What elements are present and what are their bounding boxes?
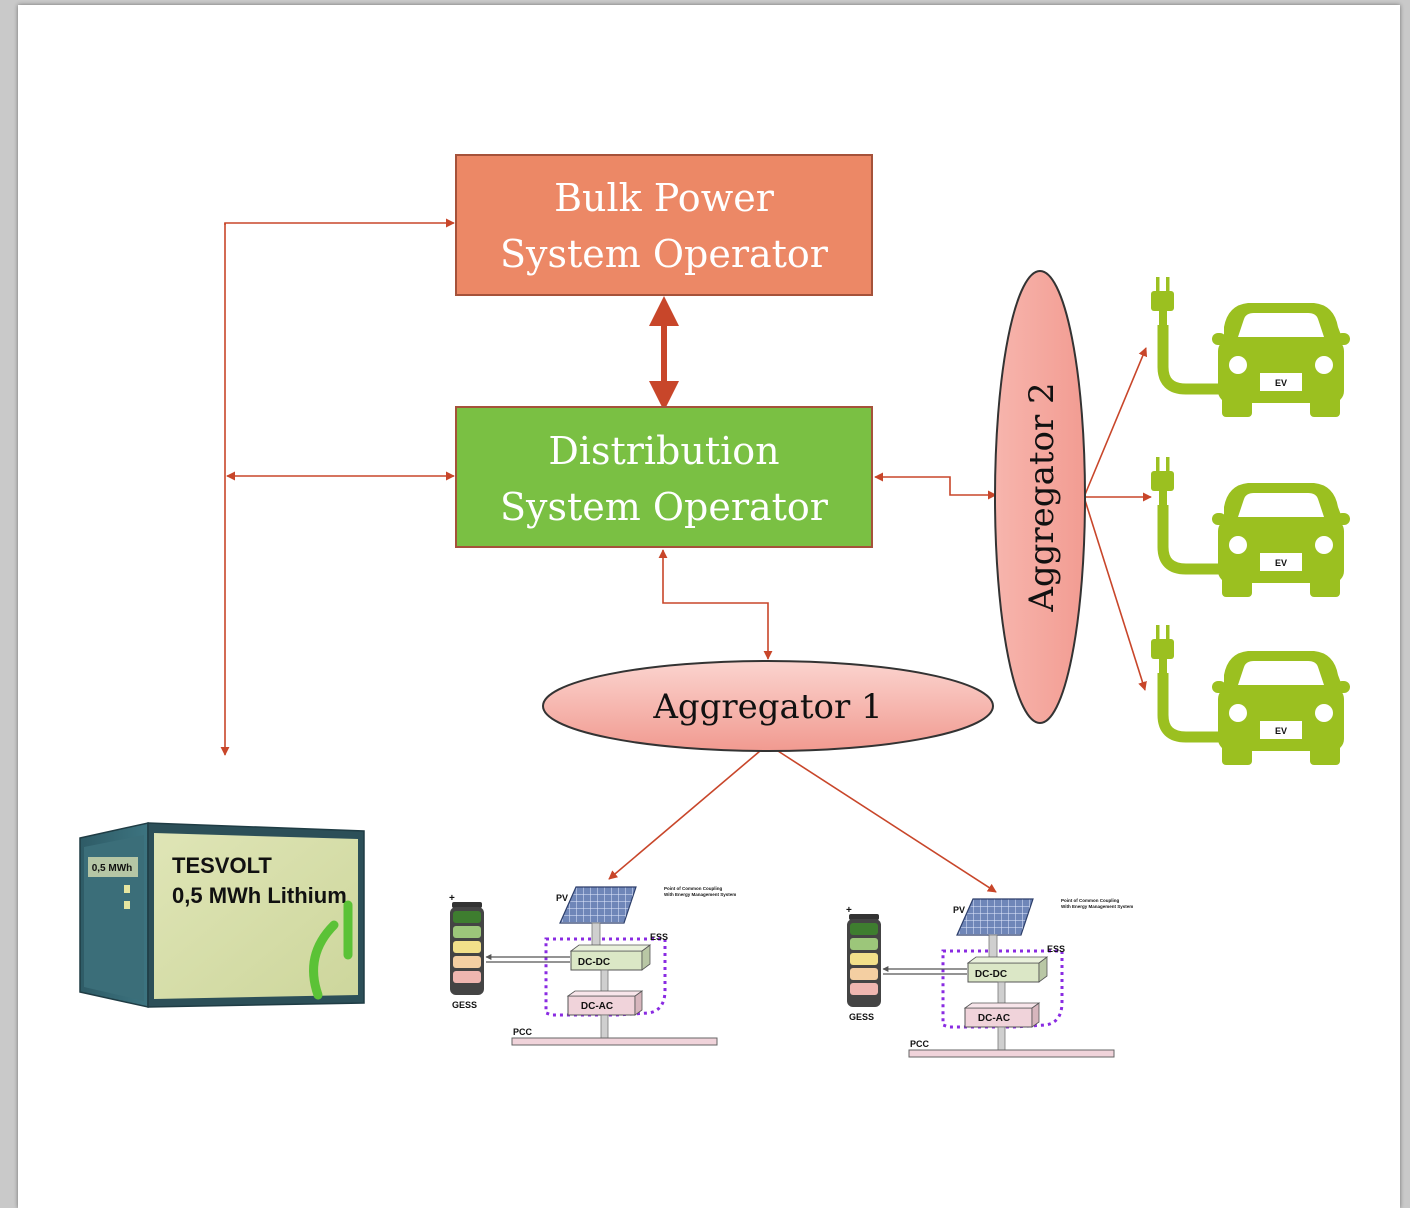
arrow-agg2-ev1 — [1083, 347, 1148, 498]
battery-container-image: 0,5 MWh TESVOLT 0,5 MWh Lithium — [79, 822, 365, 1008]
mg1-gess-label: GESS — [452, 1000, 477, 1010]
bulk-power-system-operator-box: Bulk Power System Operator — [455, 154, 873, 296]
aggregator-2-label: Aggregator 2 — [1022, 382, 1062, 612]
dso-line1: Distribution — [548, 429, 779, 473]
arrow-agg1-mg2 — [777, 750, 997, 893]
mg1-plus-label: + — [449, 893, 455, 904]
arrow-agg2-ev3 — [1083, 496, 1147, 691]
distribution-system-operator-box: Distribution System Operator — [455, 406, 873, 548]
aggregator-2-ellipse: Aggregator 2 — [994, 270, 1086, 724]
ev-label-1: EV — [1275, 378, 1287, 388]
microgrid-diagram-1: PV Point of Common Coupling With Energy … — [449, 886, 736, 1045]
arrow-dso-agg1 — [658, 549, 773, 660]
mg1-dcdc-label: DC-DC — [578, 957, 610, 968]
diagram-canvas: Bulk Power System Operator Distribution … — [79, 154, 1400, 1208]
container-brand: TESVOLT — [172, 853, 272, 878]
microgrid-diagram-2: PV Point of Common Coupling With Energy … — [846, 898, 1133, 1057]
mg2-pv-label: PV — [953, 905, 965, 915]
arrow-left-to-bulk — [224, 218, 455, 228]
container-product: 0,5 MWh Lithium — [172, 883, 347, 908]
mg1-ess-label: ESS — [650, 932, 668, 942]
ev-car-icon-1: EV — [1151, 277, 1350, 417]
container-capacity-tag: 0,5 MWh — [92, 863, 133, 874]
aggregator-1-label: Aggregator 1 — [652, 687, 882, 727]
arrow-dso-agg2 — [874, 472, 997, 500]
aggregator-1-ellipse: Aggregator 1 — [542, 660, 994, 752]
ev-car-icon-2: EV — [1151, 457, 1350, 597]
ev-car-icon-3: EV — [1151, 625, 1350, 765]
mg2-note-line1: Point of Common Coupling — [1061, 898, 1119, 903]
bulk-line1: Bulk Power — [554, 176, 775, 220]
mg2-ess-label: ESS — [1047, 944, 1065, 954]
page: Bulk Power System Operator Distribution … — [18, 5, 1400, 1208]
arrow-agg1-mg1 — [608, 750, 761, 880]
bulk-line2: System Operator — [500, 232, 829, 276]
mg1-dcac-label: DC-AC — [581, 1001, 613, 1012]
mg2-note-line2: With Energy Management System — [1061, 904, 1133, 909]
mg2-gess-label: GESS — [849, 1012, 874, 1022]
mg2-pcc-label: PCC — [910, 1039, 930, 1049]
mg1-note-line1: Point of Common Coupling — [664, 886, 722, 891]
ev-label-2: EV — [1275, 558, 1287, 568]
dso-line2: System Operator — [500, 485, 829, 529]
ev-label-3: EV — [1275, 726, 1287, 736]
mg2-plus-label: + — [846, 905, 852, 916]
mg1-pcc-label: PCC — [513, 1027, 533, 1037]
mg1-pv-label: PV — [556, 893, 568, 903]
mg2-dcac-label: DC-AC — [978, 1013, 1010, 1024]
mg2-dcdc-label: DC-DC — [975, 969, 1007, 980]
mg1-note-line2: With Energy Management System — [664, 892, 736, 897]
